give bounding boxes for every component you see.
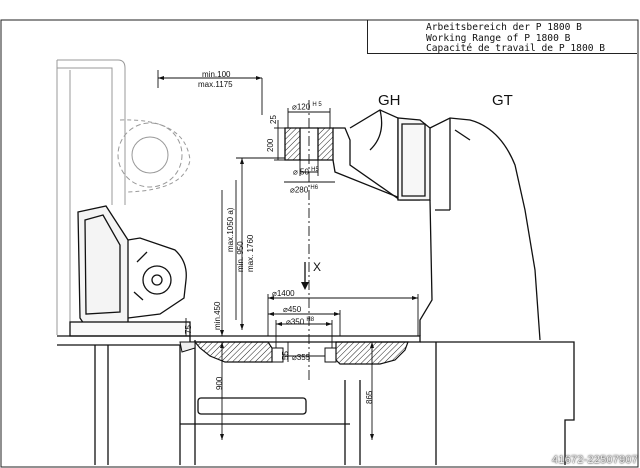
dim-max1760: max. 1760 bbox=[246, 234, 255, 272]
x-direction-arrow-icon bbox=[301, 282, 309, 290]
dim-max1175: max.1175 bbox=[198, 80, 233, 89]
machine-base bbox=[57, 335, 575, 465]
dim-d120: ⌀120 H 5 bbox=[292, 101, 322, 112]
dim-d120-tolerance: H 5 bbox=[312, 102, 322, 108]
dim-d120-value: ⌀120 bbox=[292, 102, 311, 112]
title-line-english: Working Range of P 1800 B bbox=[426, 32, 571, 44]
title-block: Arbeitsbereich der P 1800 B Working Rang… bbox=[367, 20, 637, 54]
dim-55: 55 bbox=[281, 351, 290, 360]
dim-min100: min.100 bbox=[202, 70, 231, 79]
dim-25: 25 bbox=[269, 115, 278, 124]
dim-75: 75 bbox=[184, 325, 193, 334]
column-gt bbox=[397, 117, 541, 341]
machine-background-outline bbox=[56, 59, 191, 335]
label-x-axis: X bbox=[313, 260, 322, 274]
dim-d350: ⌀350 H8 bbox=[286, 316, 314, 327]
dimension-arrowheads bbox=[158, 76, 418, 440]
dimension-lines bbox=[157, 70, 419, 440]
dim-min450: min.450 bbox=[213, 301, 222, 330]
drawing-frame bbox=[0, 19, 639, 468]
title-line-french: Capacité de travail de P 1800 B bbox=[426, 43, 606, 55]
dim-max1050: max.1050 a) bbox=[226, 207, 235, 252]
title-line-german: Arbeitsbereich der P 1800 B bbox=[426, 22, 582, 33]
worktable-section bbox=[179, 335, 421, 365]
dim-d355: ⌀355 bbox=[292, 353, 311, 362]
label-gt: GT bbox=[492, 92, 513, 109]
dim-d280: ⌀280 H6 bbox=[290, 184, 318, 195]
dim-900: 900 bbox=[215, 376, 224, 390]
left-housing bbox=[69, 205, 191, 337]
dim-d50-tolerance: H5 bbox=[311, 167, 319, 173]
dim-d50: ⌀ 50 H5 bbox=[293, 166, 319, 177]
dim-d350-value: ⌀350 bbox=[286, 317, 305, 327]
dim-d50-value: ⌀ 50 bbox=[293, 167, 309, 177]
label-gh: GH bbox=[378, 92, 401, 109]
rotary-head-circle bbox=[142, 265, 172, 295]
dim-d1400: ⌀1400 bbox=[272, 289, 295, 298]
dim-d450: ⌀450 bbox=[283, 305, 302, 314]
dim-865: 865 bbox=[365, 390, 374, 404]
dim-d280-value: ⌀280 bbox=[290, 185, 309, 195]
watermark-id: 41672-22507907 bbox=[552, 454, 638, 466]
dim-d350-tolerance: H8 bbox=[306, 317, 315, 323]
dim-min950: min. 950 bbox=[236, 241, 245, 272]
dim-d280-tolerance: H6 bbox=[310, 185, 319, 191]
dim-200: 200 bbox=[266, 138, 275, 152]
